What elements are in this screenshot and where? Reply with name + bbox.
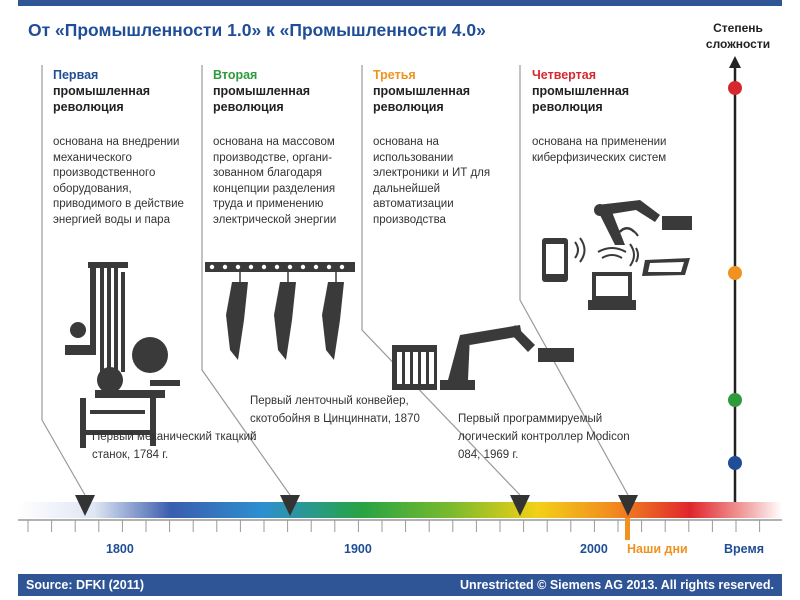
- timeline-gradient-bar: [18, 502, 782, 518]
- copyright-text: Unrestricted © Siemens AG 2013. All righ…: [460, 578, 774, 592]
- revolution-2-title: Вторая промышленная революция: [213, 67, 343, 115]
- infographic-title: От «Промышленности 1.0» к «Промышленност…: [28, 20, 486, 40]
- year-2000-label: 2000: [580, 542, 608, 556]
- marker-1784: [75, 495, 95, 516]
- source-text: Source: DFKI (2011): [26, 578, 145, 592]
- milestone-1870-caption: Первый ленточный конвейер, скотобойня в …: [250, 395, 420, 443]
- now-label: Наши дни: [627, 542, 688, 556]
- revolution-3-lead: Третья: [373, 68, 416, 82]
- revolution-4-lead: Четвертая: [532, 68, 597, 82]
- revolution-3-title: Третья промышленная революция: [373, 67, 503, 115]
- revolution-1-title: Первая промышленная революция: [53, 67, 183, 115]
- marker-1969: [510, 495, 530, 516]
- revolution-1-description: основана на внедрении механического прои…: [53, 136, 184, 226]
- revolution-4-title: Четвертая промышленная революция: [532, 67, 662, 115]
- divider-lines: [41, 65, 629, 496]
- top-bar: [18, 0, 782, 6]
- revolution-2-description: основана на массовом производстве, орган…: [213, 136, 337, 226]
- time-axis-ticks: [27, 520, 761, 532]
- revolution-2-subtitle: промышленная революция: [213, 84, 311, 114]
- milestone-1969-caption: Первый программируемый логический контро…: [458, 413, 630, 461]
- year-1800-label: 1800: [106, 542, 134, 556]
- revolution-4-description: основана на применении киберфизических с…: [532, 136, 667, 164]
- cyber-physical-icon: [542, 200, 692, 310]
- timeline-markers: [75, 495, 638, 516]
- complexity-dot-industry-1: [728, 456, 742, 470]
- milestone-1784-caption: Первый механический ткацкий станок, 1784…: [92, 431, 257, 461]
- marker-industry-4: [618, 495, 638, 516]
- revolution-3-subtitle: промышленная революция: [373, 84, 471, 114]
- revolution-4-subtitle: промышленная революция: [532, 84, 630, 114]
- complexity-axis-arrow: [729, 56, 741, 68]
- footer-bar: Source: DFKI (2011) Unrestricted © Sieme…: [18, 574, 782, 596]
- now-marker: [625, 518, 630, 540]
- conveyor-icon: [205, 262, 355, 360]
- revolution-1-subtitle: промышленная революция: [53, 84, 151, 114]
- marker-1870: [280, 495, 300, 516]
- complexity-axis-label: Степень сложности: [705, 21, 771, 51]
- year-1900-label: 1900: [344, 542, 372, 556]
- complexity-dot-industry-4: [728, 81, 742, 95]
- loom-icon: [65, 262, 180, 448]
- complexity-dot-industry-2: [728, 393, 742, 407]
- revolution-1-lead: Первая: [53, 68, 99, 82]
- time-axis-label: Время: [724, 542, 764, 556]
- plc-robot-icon: [392, 325, 574, 390]
- revolution-2-lead: Вторая: [213, 68, 258, 82]
- complexity-dot-industry-3: [728, 266, 742, 280]
- revolution-3-description: основана на использовании электроники и …: [373, 136, 491, 226]
